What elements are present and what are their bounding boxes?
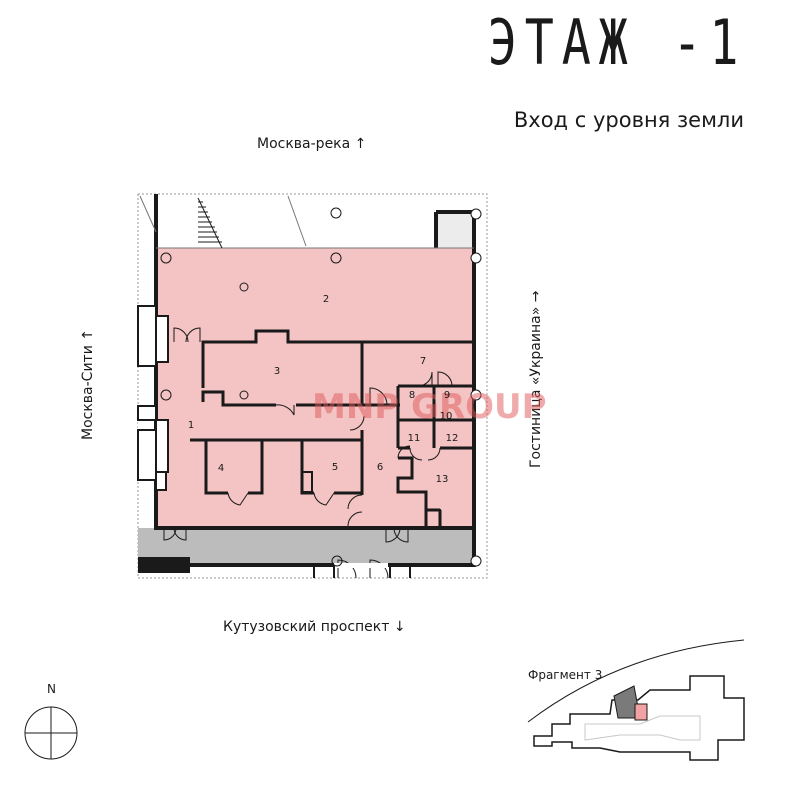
- entrance-gaps: [334, 563, 388, 568]
- room-number: 4: [218, 463, 224, 474]
- room-number: 2: [323, 294, 329, 305]
- direction-south: Кутузовский проспект ↓: [223, 619, 406, 635]
- rooms-fill: [156, 248, 474, 528]
- corridor-dark-block: [138, 557, 190, 573]
- corridor-fill: [138, 528, 474, 565]
- room-number: 10: [440, 411, 453, 422]
- stair: [197, 197, 223, 249]
- room-number: 7: [420, 356, 426, 367]
- room-number: 13: [436, 474, 449, 485]
- small-boxes: [301, 471, 441, 529]
- room-number: 5: [332, 462, 338, 473]
- floor-title: ЭТАЖ -1: [487, 6, 746, 79]
- fragment-highlight: [634, 703, 648, 721]
- room-number: 12: [446, 433, 459, 444]
- room-number: 3: [274, 366, 280, 377]
- entrance-posts: [313, 565, 411, 578]
- room-number: 8: [409, 390, 415, 401]
- floor-subtitle: Вход с уровня земли: [513, 108, 744, 132]
- watermark: MNP GROUP: [312, 387, 547, 427]
- left-niches: [137, 305, 169, 491]
- top-light-lines: [139, 195, 474, 249]
- room-number: 11: [408, 433, 421, 444]
- room-number: 9: [444, 390, 450, 401]
- columns: [160, 207, 343, 567]
- room-number: 1: [188, 420, 194, 431]
- fragment-label: Фрагмент 3: [528, 668, 603, 682]
- compass-north-label: N: [47, 682, 56, 696]
- site-fragment-map: [527, 639, 745, 761]
- wall-columns: [470, 208, 482, 567]
- direction-north: Москва-река ↑: [257, 136, 367, 152]
- upper-service-area: [436, 212, 474, 248]
- compass-icon: [24, 706, 78, 760]
- plan-boundary: [137, 193, 488, 579]
- room-number: 6: [377, 462, 383, 473]
- room-numbers: 1 2 3 4 5 6 7 8 9 10 11 12 13: [188, 294, 459, 485]
